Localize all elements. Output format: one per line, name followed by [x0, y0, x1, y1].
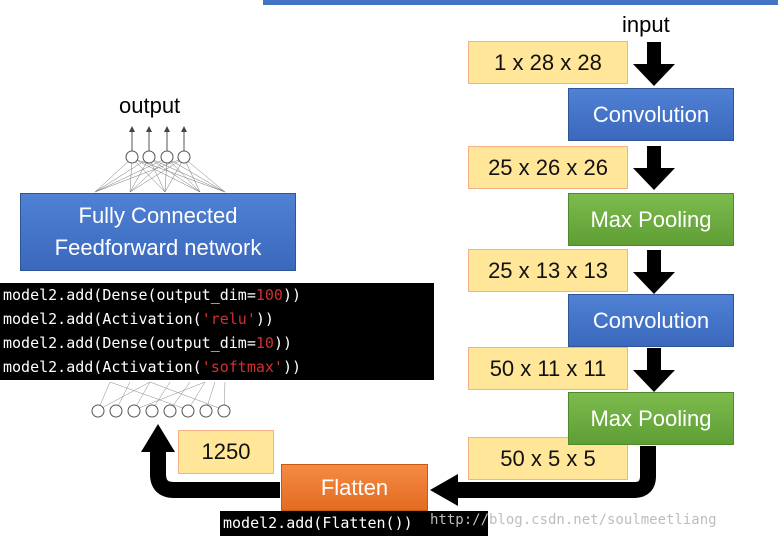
pool-to-flatten-arrow: [456, 446, 656, 498]
top-accent-bar: [263, 0, 778, 5]
dim-conv2: 50 x 11 x 11: [468, 347, 628, 390]
convolution-block-2: Convolution: [568, 294, 734, 347]
code-value: 'softmax': [201, 358, 283, 376]
output-label: output: [119, 93, 181, 118]
code-text: model2.add(Dense(output_dim=: [3, 334, 256, 352]
down-arrows: [633, 42, 675, 392]
flatten-code-block: model2.add(Flatten()): [220, 511, 488, 536]
fc-line-2: Feedforward network: [54, 235, 262, 260]
code-text: )): [273, 334, 292, 352]
code-text: model2.add(Activation(: [3, 358, 202, 376]
code-value: 10: [255, 334, 274, 352]
fully-connected-block: Fully Connected Feedforward network: [20, 193, 296, 271]
code-line-1: model2.add(Dense(output_dim=100)): [3, 283, 431, 307]
convolution-block-1: Convolution: [568, 88, 734, 141]
watermark: http://blog.csdn.net/soulmeetliang: [430, 512, 717, 528]
code-line-3: model2.add(Dense(output_dim=10)): [3, 331, 431, 355]
dim-pool1: 25 x 13 x 13: [468, 249, 628, 292]
flatten-block: Flatten: [281, 464, 428, 511]
output-layer: [129, 126, 187, 152]
code-line-2: model2.add(Activation('relu')): [3, 307, 431, 331]
max-pooling-block-1: Max Pooling: [568, 193, 734, 246]
max-pooling-block-2: Max Pooling: [568, 392, 734, 445]
dim-flatten: 1250: [178, 430, 274, 474]
input-label: input: [622, 12, 670, 37]
code-text: )): [255, 310, 274, 328]
dim-pool2: 50 x 5 x 5: [468, 437, 628, 480]
output-nodes: [125, 150, 191, 164]
dense-code-block: model2.add(Dense(output_dim=100))model2.…: [0, 283, 434, 380]
code-value: 100: [255, 286, 283, 304]
code-text: )): [282, 358, 302, 376]
fc-line-1: Fully Connected: [78, 203, 238, 228]
network-connections-top: [94, 157, 226, 193]
dim-conv1: 25 x 26 x 26: [468, 146, 628, 189]
code-value: 'relu': [201, 310, 256, 328]
code-text: )): [282, 286, 302, 304]
input-nodes: [91, 404, 231, 418]
flatten-to-fc-arrow: [150, 450, 280, 498]
code-text: model2.add(Activation(: [3, 310, 202, 328]
code-text: model2.add(Dense(output_dim=: [3, 286, 256, 304]
dim-input: 1 x 28 x 28: [468, 41, 628, 84]
code-line-4: model2.add(Activation('softmax')): [3, 355, 431, 379]
